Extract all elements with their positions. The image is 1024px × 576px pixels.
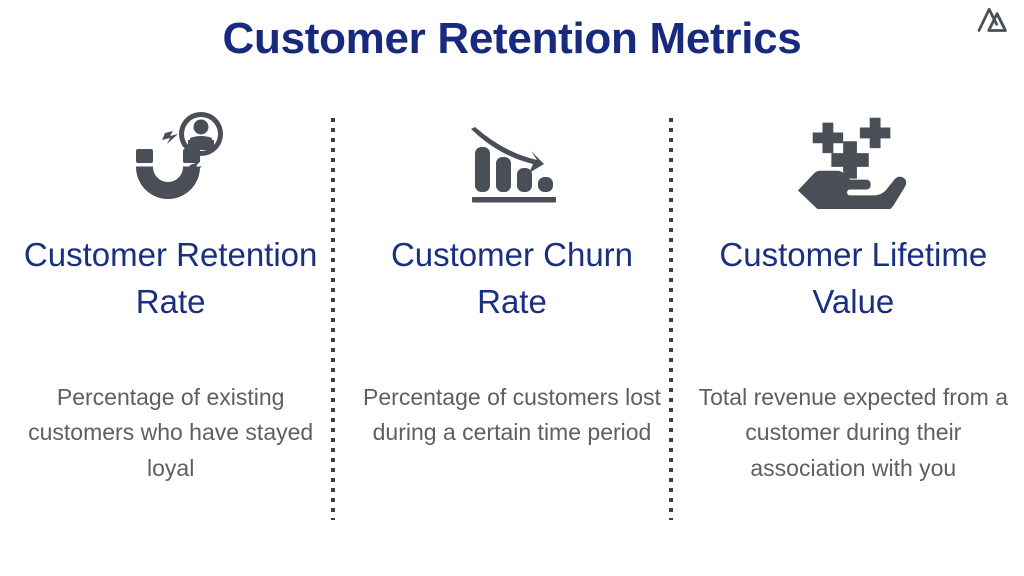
metric-heading: Customer Retention Rate (23, 236, 318, 320)
metric-column-churn-rate: Customer Churn Rate Percentage of custom… (341, 104, 682, 524)
metrics-columns: Customer Retention Rate Percentage of ex… (0, 104, 1024, 524)
declining-bar-chart-icon (457, 104, 567, 214)
metric-column-retention-rate: Customer Retention Rate Percentage of ex… (0, 104, 341, 524)
metric-description: Total revenue expected from a customer d… (698, 383, 1009, 481)
metric-heading: Customer Churn Rate (390, 236, 634, 320)
metric-description: Percentage of customers lost during a ce… (363, 383, 661, 446)
metric-heading: Customer Lifetime Value (719, 236, 988, 320)
mountain-logo-icon (976, 4, 1012, 34)
hand-with-sparkles-icon (794, 104, 912, 214)
metric-column-lifetime-value: Customer Lifetime Value Total revenue ex… (683, 104, 1024, 524)
metric-description: Percentage of existing customers who hav… (28, 383, 314, 481)
page-title: Customer Retention Metrics (222, 14, 802, 63)
magnet-customer-attraction-icon (116, 104, 226, 214)
column-divider-2 (669, 118, 673, 520)
column-divider-1 (331, 118, 335, 520)
